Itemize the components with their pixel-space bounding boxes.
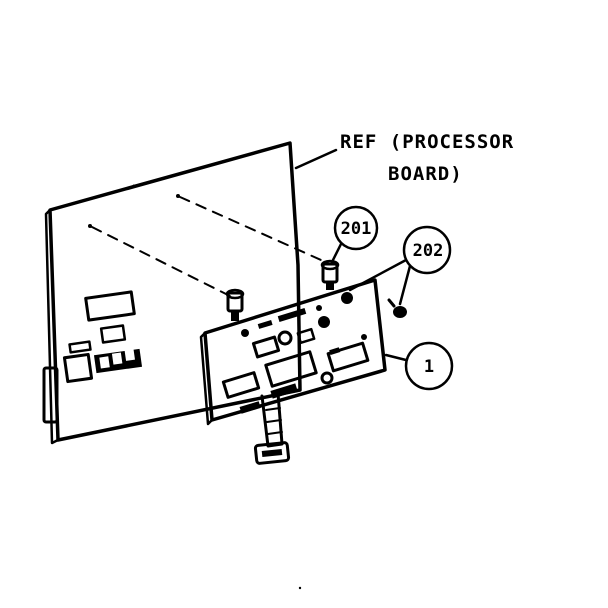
- stray-mark: [298, 586, 302, 590]
- callout-202-label: 202: [413, 241, 444, 261]
- standoff-left: [225, 288, 245, 321]
- standoff-right: [320, 259, 340, 290]
- processor-board: [42, 141, 302, 445]
- callout-1-label: 1: [424, 357, 434, 377]
- front-panel-board: [199, 278, 387, 465]
- callout-202: 202: [348, 225, 452, 306]
- alignment-lines: [91, 196, 331, 298]
- reference-label-line1: REF (PROCESSOR: [340, 131, 514, 153]
- callout-201-label: 201: [341, 219, 372, 239]
- reference-label-line2: BOARD): [388, 163, 463, 185]
- callout-1: 1: [384, 341, 454, 391]
- callout-201: 201: [330, 205, 379, 264]
- reference-label: REF (PROCESSOR BOARD): [294, 131, 514, 185]
- screw: [387, 298, 407, 318]
